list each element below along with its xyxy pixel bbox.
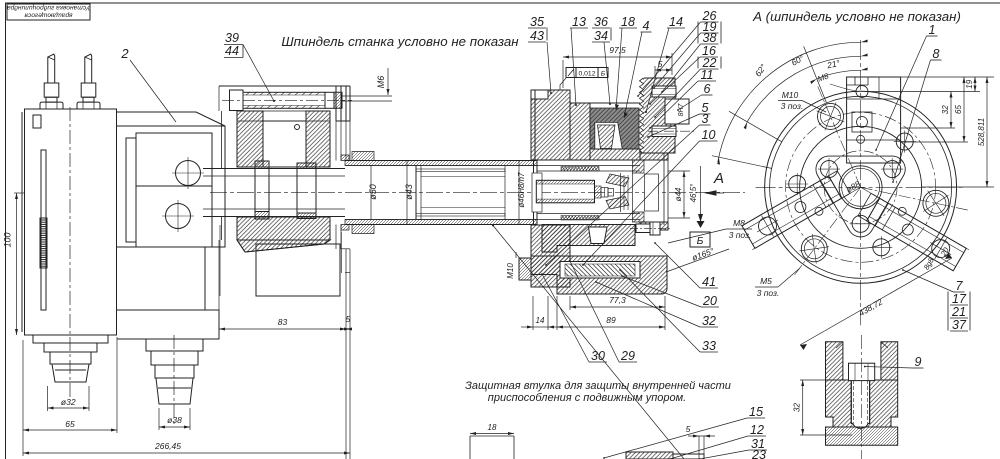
svg-text:65: 65 [65,419,75,429]
svg-text:46,5°: 46,5° [689,183,698,203]
svg-text:ø44: ø44 [674,187,683,201]
svg-text:44: 44 [225,44,239,58]
svg-text:М10: М10 [782,90,799,100]
svg-text:16: 16 [702,44,716,58]
svg-text:М8: М8 [733,218,745,228]
svg-text:12: 12 [750,423,764,437]
svg-text:14: 14 [669,15,683,29]
svg-text:65: 65 [954,105,963,114]
svg-text:20: 20 [702,294,717,308]
svg-text:8: 8 [933,47,940,61]
svg-text:34: 34 [594,29,608,43]
svg-text:21: 21 [951,305,966,319]
svg-text:15: 15 [749,405,763,419]
svg-text:ø38: ø38 [167,415,182,425]
svg-text:4: 4 [643,19,650,33]
svg-text:30: 30 [591,349,605,363]
svg-text:17: 17 [952,292,967,306]
svg-text:37: 37 [952,318,967,332]
svg-text:М6: М6 [376,76,386,89]
svg-text:6: 6 [704,82,711,96]
svg-text:35: 35 [530,15,544,29]
svg-text:2: 2 [120,46,129,61]
svg-text:83: 83 [278,317,288,327]
svg-text:18: 18 [488,423,497,432]
svg-text:38: 38 [703,31,717,45]
svg-text:ø43: ø43 [404,184,414,200]
svg-text:39: 39 [225,31,239,45]
svg-text:100: 100 [3,232,13,247]
svg-text:32: 32 [702,314,716,328]
svg-text:29: 29 [620,349,635,363]
svg-text:5: 5 [346,314,351,324]
svg-text:32: 32 [941,105,950,114]
svg-text:3 поз.: 3 поз. [757,288,780,298]
svg-text:5: 5 [686,424,691,434]
svg-text:43: 43 [530,29,544,43]
svg-text:3: 3 [702,112,709,126]
svg-text:Б: Б [601,71,606,78]
svg-text:97,5: 97,5 [609,45,626,55]
svg-text:5: 5 [702,101,709,115]
svg-text:Установка гидроцилиндра: Установка гидроцилиндра [7,4,91,12]
svg-text:41: 41 [702,275,716,289]
svg-text:18: 18 [621,15,635,29]
svg-text:3 поз.: 3 поз. [781,101,804,111]
svg-text:89: 89 [606,315,616,325]
svg-text:А (шпиндель условно не показан: А (шпиндель условно не показан) [752,9,961,24]
svg-text:9: 9 [915,355,922,369]
svg-text:М8: М8 [816,71,830,83]
svg-text:приспособления с подвижным упо: приспособления с подвижным упором. [488,392,686,404]
svg-text:32: 32 [793,403,802,412]
svg-text:ø50: ø50 [368,184,378,200]
svg-text:19: 19 [703,20,717,34]
svg-text:77,3: 77,3 [609,295,626,305]
svg-text:23: 23 [751,448,766,459]
svg-text:11: 11 [701,68,714,82]
svg-text:33: 33 [702,339,716,353]
svg-text:14: 14 [536,316,545,325]
svg-text:3 поз.: 3 поз. [729,230,752,240]
svg-text:26: 26 [702,9,717,23]
svg-text:1: 1 [929,23,936,37]
svg-text:5: 5 [658,59,663,69]
svg-text:ø46Н8/h7: ø46Н8/h7 [517,172,526,208]
svg-text:Шпиндель станка условно не пок: Шпиндель станка условно не показан [281,34,519,49]
svg-text:528,811: 528,811 [977,118,986,146]
svg-text:7: 7 [956,279,964,293]
svg-text:8Н7: 8Н7 [678,102,685,116]
svg-text:36: 36 [594,15,608,29]
svg-text:31: 31 [751,437,765,451]
svg-text:0,012: 0,012 [578,71,595,78]
svg-text:М10: М10 [506,263,515,279]
svg-text:21°: 21° [825,58,841,71]
svg-text:Б: Б [697,235,704,247]
svg-text:10: 10 [702,128,716,142]
svg-text:вращающегося: вращающегося [24,12,73,19]
svg-text:Защитная втулка для защиты вну: Защитная втулка для защиты внутренней ча… [465,380,731,392]
svg-text:13: 13 [572,15,586,29]
svg-text:ø32: ø32 [61,397,76,407]
svg-text:266,45: 266,45 [154,441,181,451]
svg-text:19: 19 [965,79,974,88]
svg-text:22: 22 [702,56,717,70]
svg-text:М5: М5 [760,276,772,286]
svg-text:А: А [713,170,724,187]
